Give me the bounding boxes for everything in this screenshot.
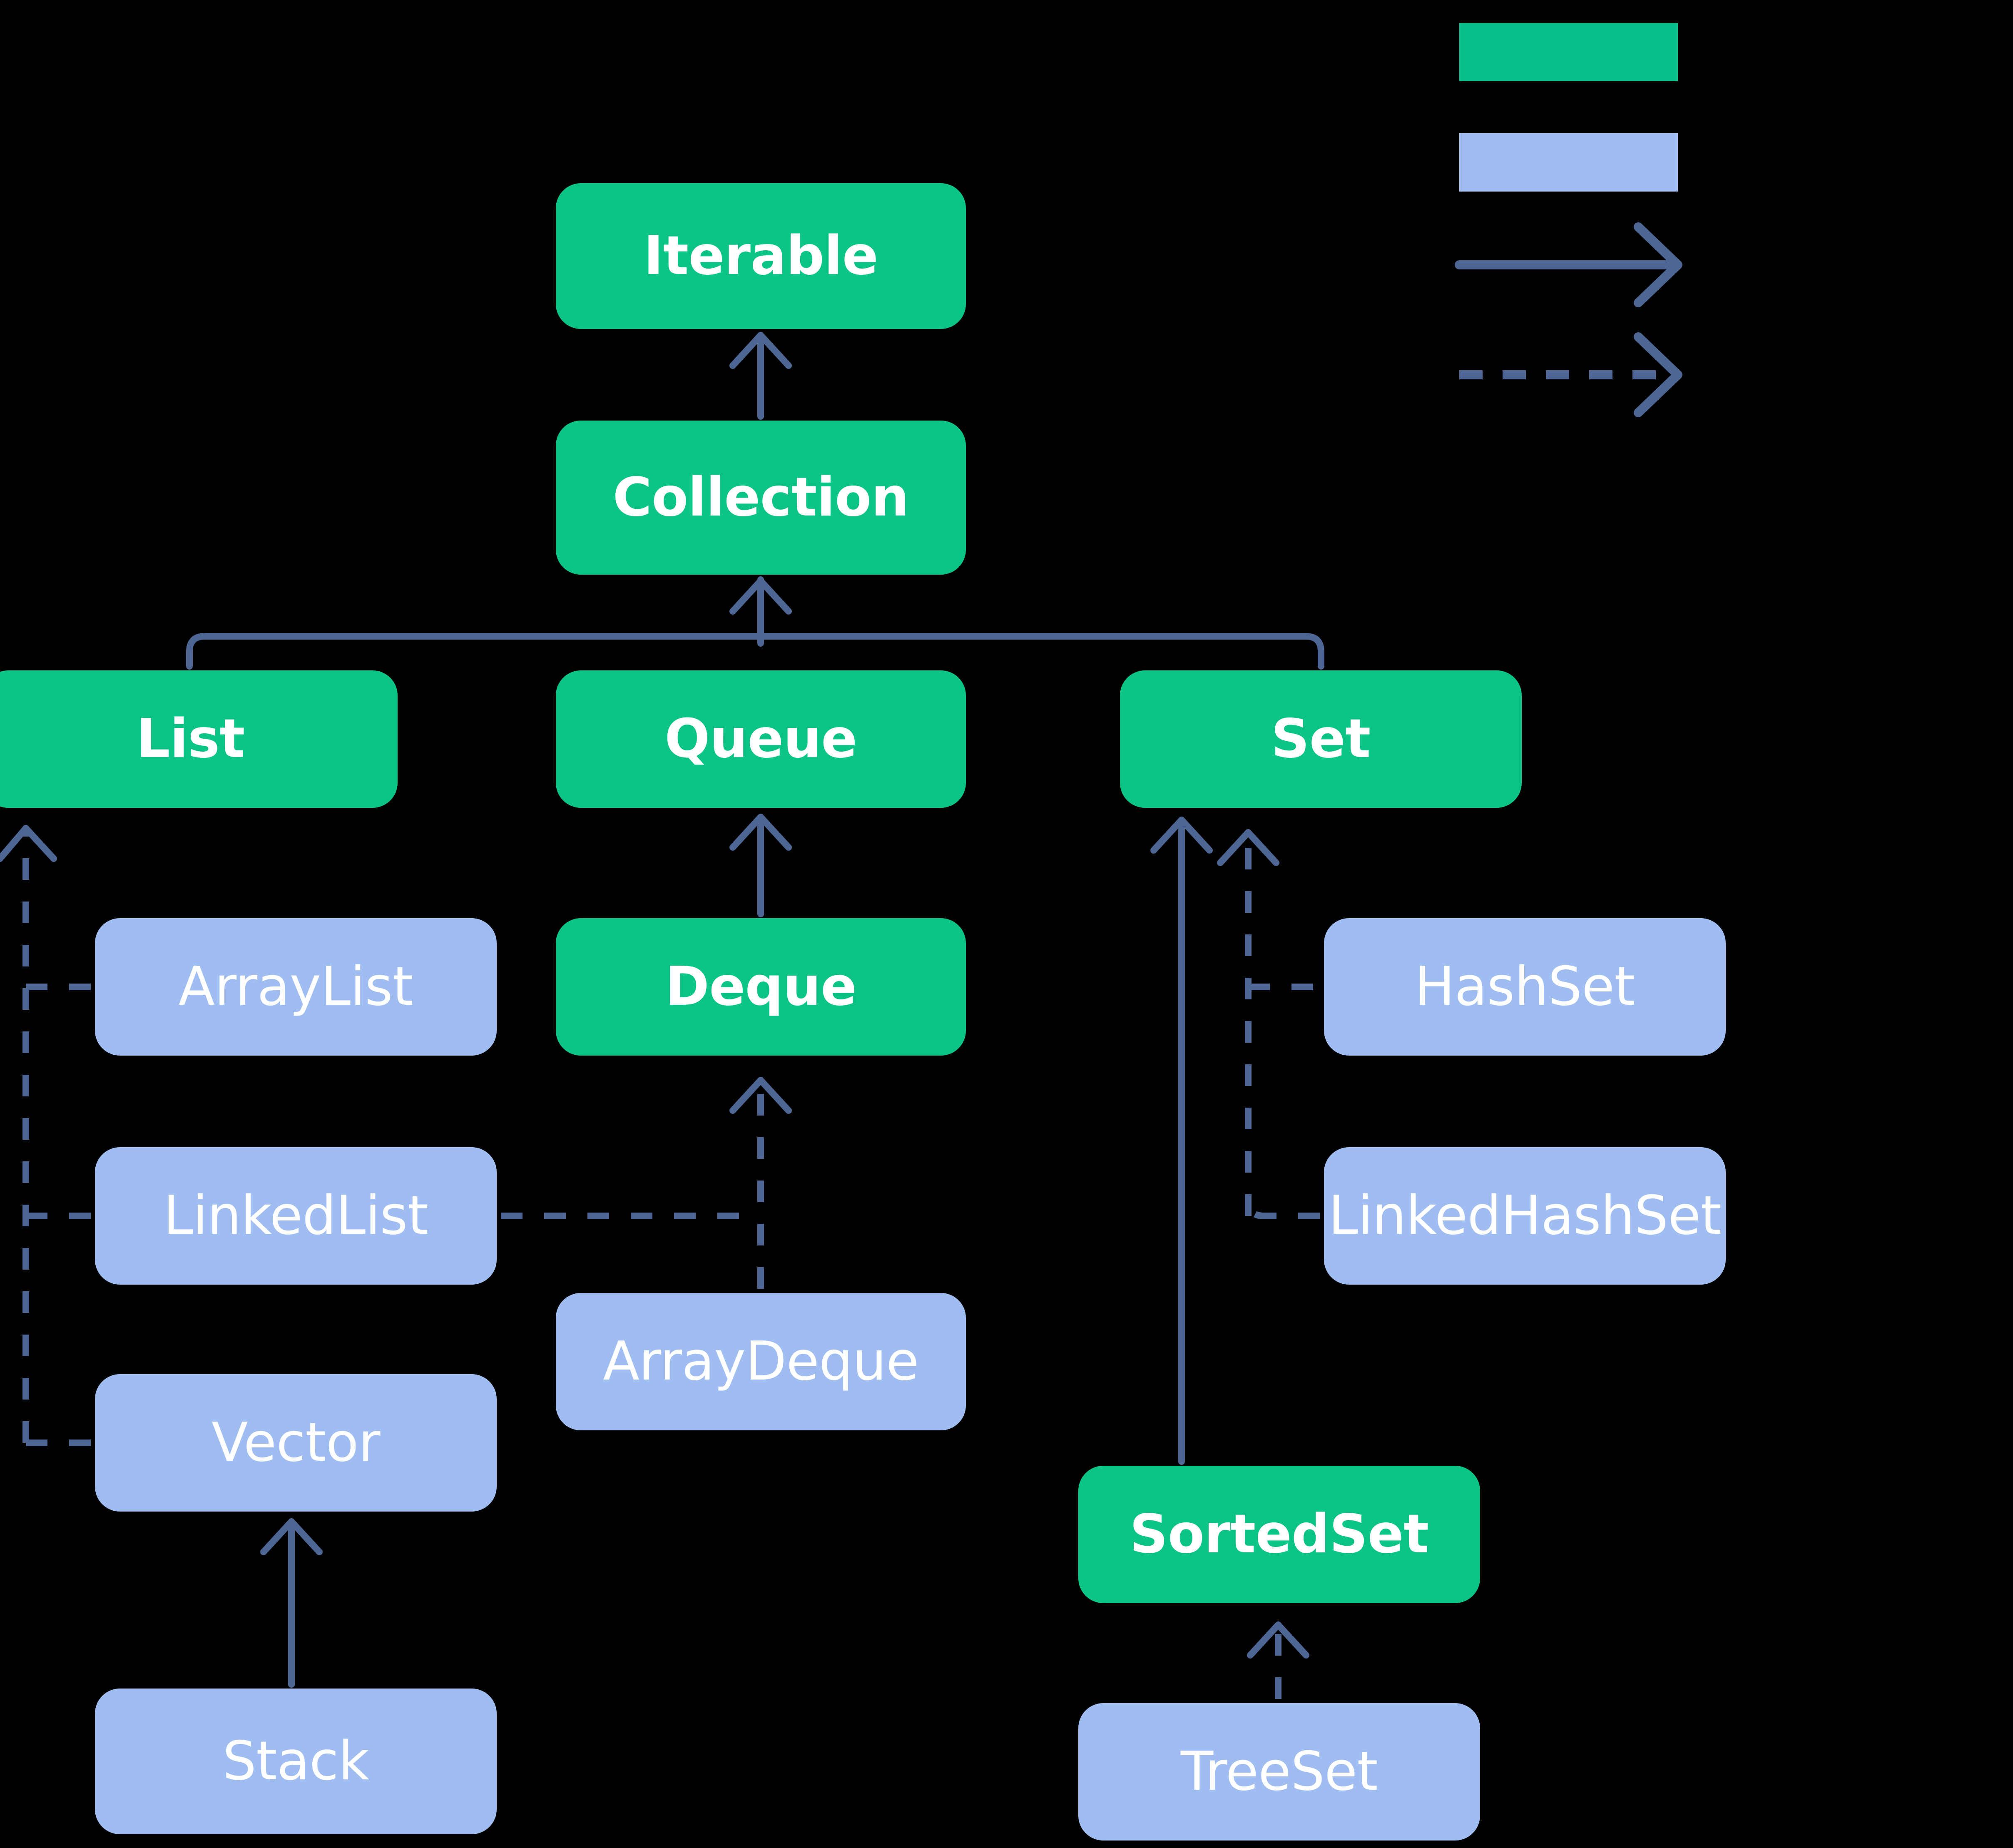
node-treeset[interactable]: TreeSet (1078, 1703, 1480, 1841)
edge-left-impls-to-list (22, 831, 91, 1446)
edge-deque-to-queue (729, 814, 792, 917)
node-label-linkedlist: LinkedList (163, 1185, 428, 1247)
node-label-collection: Collection (612, 466, 909, 528)
edge-collection-to-iterable (729, 332, 792, 420)
node-label-arraylist: ArrayList (178, 956, 414, 1018)
node-label-arraydeque: ArrayDeque (603, 1330, 919, 1392)
node-label-sortedset: SortedSet (1130, 1503, 1429, 1565)
node-deque[interactable]: Deque (556, 918, 966, 1056)
legend-class-swatch (1459, 133, 1678, 192)
arrowhead-hashset-to-set (1217, 829, 1279, 866)
node-label-treeset: TreeSet (1180, 1741, 1378, 1803)
legend-interface-swatch (1459, 23, 1678, 81)
node-label-deque: Deque (665, 956, 857, 1018)
node-arraylist[interactable]: ArrayList (95, 918, 497, 1056)
legend-solid-arrow-icon (1455, 222, 1682, 307)
node-vector[interactable]: Vector (95, 1374, 497, 1512)
node-stack[interactable]: Stack (95, 1689, 497, 1834)
node-collection[interactable]: Collection (556, 421, 966, 575)
node-arraydeque[interactable]: ArrayDeque (556, 1293, 966, 1430)
node-sortedset[interactable]: SortedSet (1078, 1466, 1480, 1603)
arrowhead-arraydeque-to-deque (729, 1077, 792, 1114)
node-linkedhashset[interactable]: LinkedHashSet (1324, 1147, 1726, 1285)
arrowhead-arraylist-to-list (0, 825, 57, 862)
node-hashset[interactable]: HashSet (1324, 918, 1726, 1056)
edge-bus-to-collection (186, 576, 1324, 670)
edge-hashsets-to-set (1245, 835, 1320, 1219)
node-set[interactable]: Set (1120, 670, 1522, 808)
node-label-vector: Vector (212, 1412, 380, 1474)
node-iterable[interactable]: Iterable (556, 183, 966, 329)
node-queue[interactable]: Queue (556, 670, 966, 808)
node-label-linkedhashset: LinkedHashSet (1328, 1185, 1722, 1247)
node-label-set: Set (1271, 708, 1371, 770)
node-label-hashset: HashSet (1414, 956, 1635, 1018)
legend-dashed-arrow-head (1634, 332, 1682, 417)
node-label-list: List (136, 708, 245, 770)
node-list[interactable]: List (0, 670, 398, 808)
node-label-iterable: Iterable (643, 225, 878, 287)
arrowhead-treeset-to-sortedset (1247, 1621, 1309, 1659)
node-label-queue: Queue (664, 708, 857, 770)
edge-sortedset-to-set (1150, 817, 1213, 1465)
node-linkedlist[interactable]: LinkedList (95, 1147, 497, 1285)
node-label-stack: Stack (222, 1730, 369, 1792)
edge-stack-to-vector (260, 1518, 323, 1688)
